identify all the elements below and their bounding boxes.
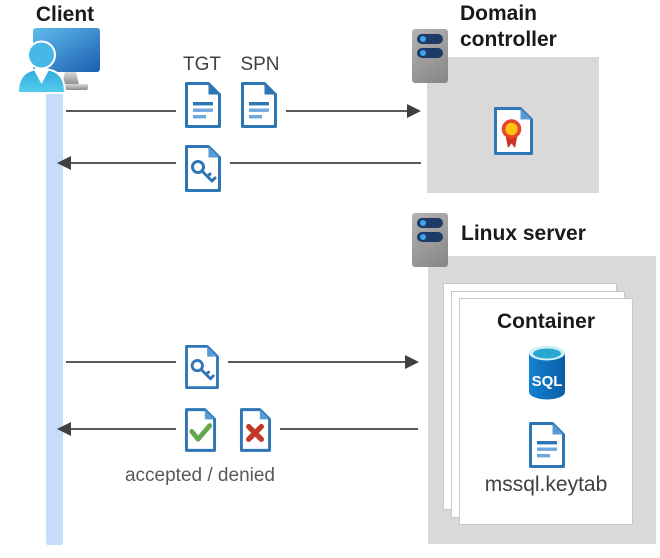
keytab-label: mssql.keytab	[484, 473, 608, 496]
tgt-document-icon	[185, 82, 221, 128]
linux-server-title: Linux server	[461, 222, 586, 245]
domain-controller-server-icon	[412, 29, 448, 83]
client-title: Client	[35, 3, 95, 26]
domain-controller-title: Domain controller	[460, 2, 557, 51]
client-lifeline	[46, 86, 63, 545]
result-documents	[176, 407, 280, 453]
spn-label: SPN	[240, 54, 280, 75]
sql-database-icon: SQL	[529, 345, 565, 400]
result-caption: accepted / denied	[124, 465, 275, 486]
container-title: Container	[496, 310, 595, 333]
keytab-document-icon	[529, 422, 565, 468]
arrow-ticket2-head	[405, 355, 419, 369]
container-card: Container SQL mssql.keytab	[459, 298, 633, 525]
key-document-icon	[185, 344, 219, 390]
denied-document-icon	[239, 408, 272, 452]
tgt-label: TGT	[183, 54, 221, 75]
arrow-ticket-line	[70, 162, 421, 164]
request-documents	[176, 81, 286, 129]
ticket2-document	[176, 344, 228, 390]
certificate-icon	[494, 107, 533, 155]
ticket-document	[176, 144, 230, 193]
user-icon	[16, 40, 67, 94]
linux-server-icon	[412, 213, 448, 267]
arrow-ticket2-line	[66, 361, 406, 363]
arrow-request-head	[407, 104, 421, 118]
accepted-document-icon	[184, 408, 217, 452]
sql-label: SQL	[532, 373, 563, 390]
arrow-result-head	[57, 422, 71, 436]
spn-document-icon	[241, 82, 277, 128]
client-icon	[16, 28, 100, 94]
arrow-ticket-head	[57, 156, 71, 170]
key-document-icon	[185, 145, 221, 192]
